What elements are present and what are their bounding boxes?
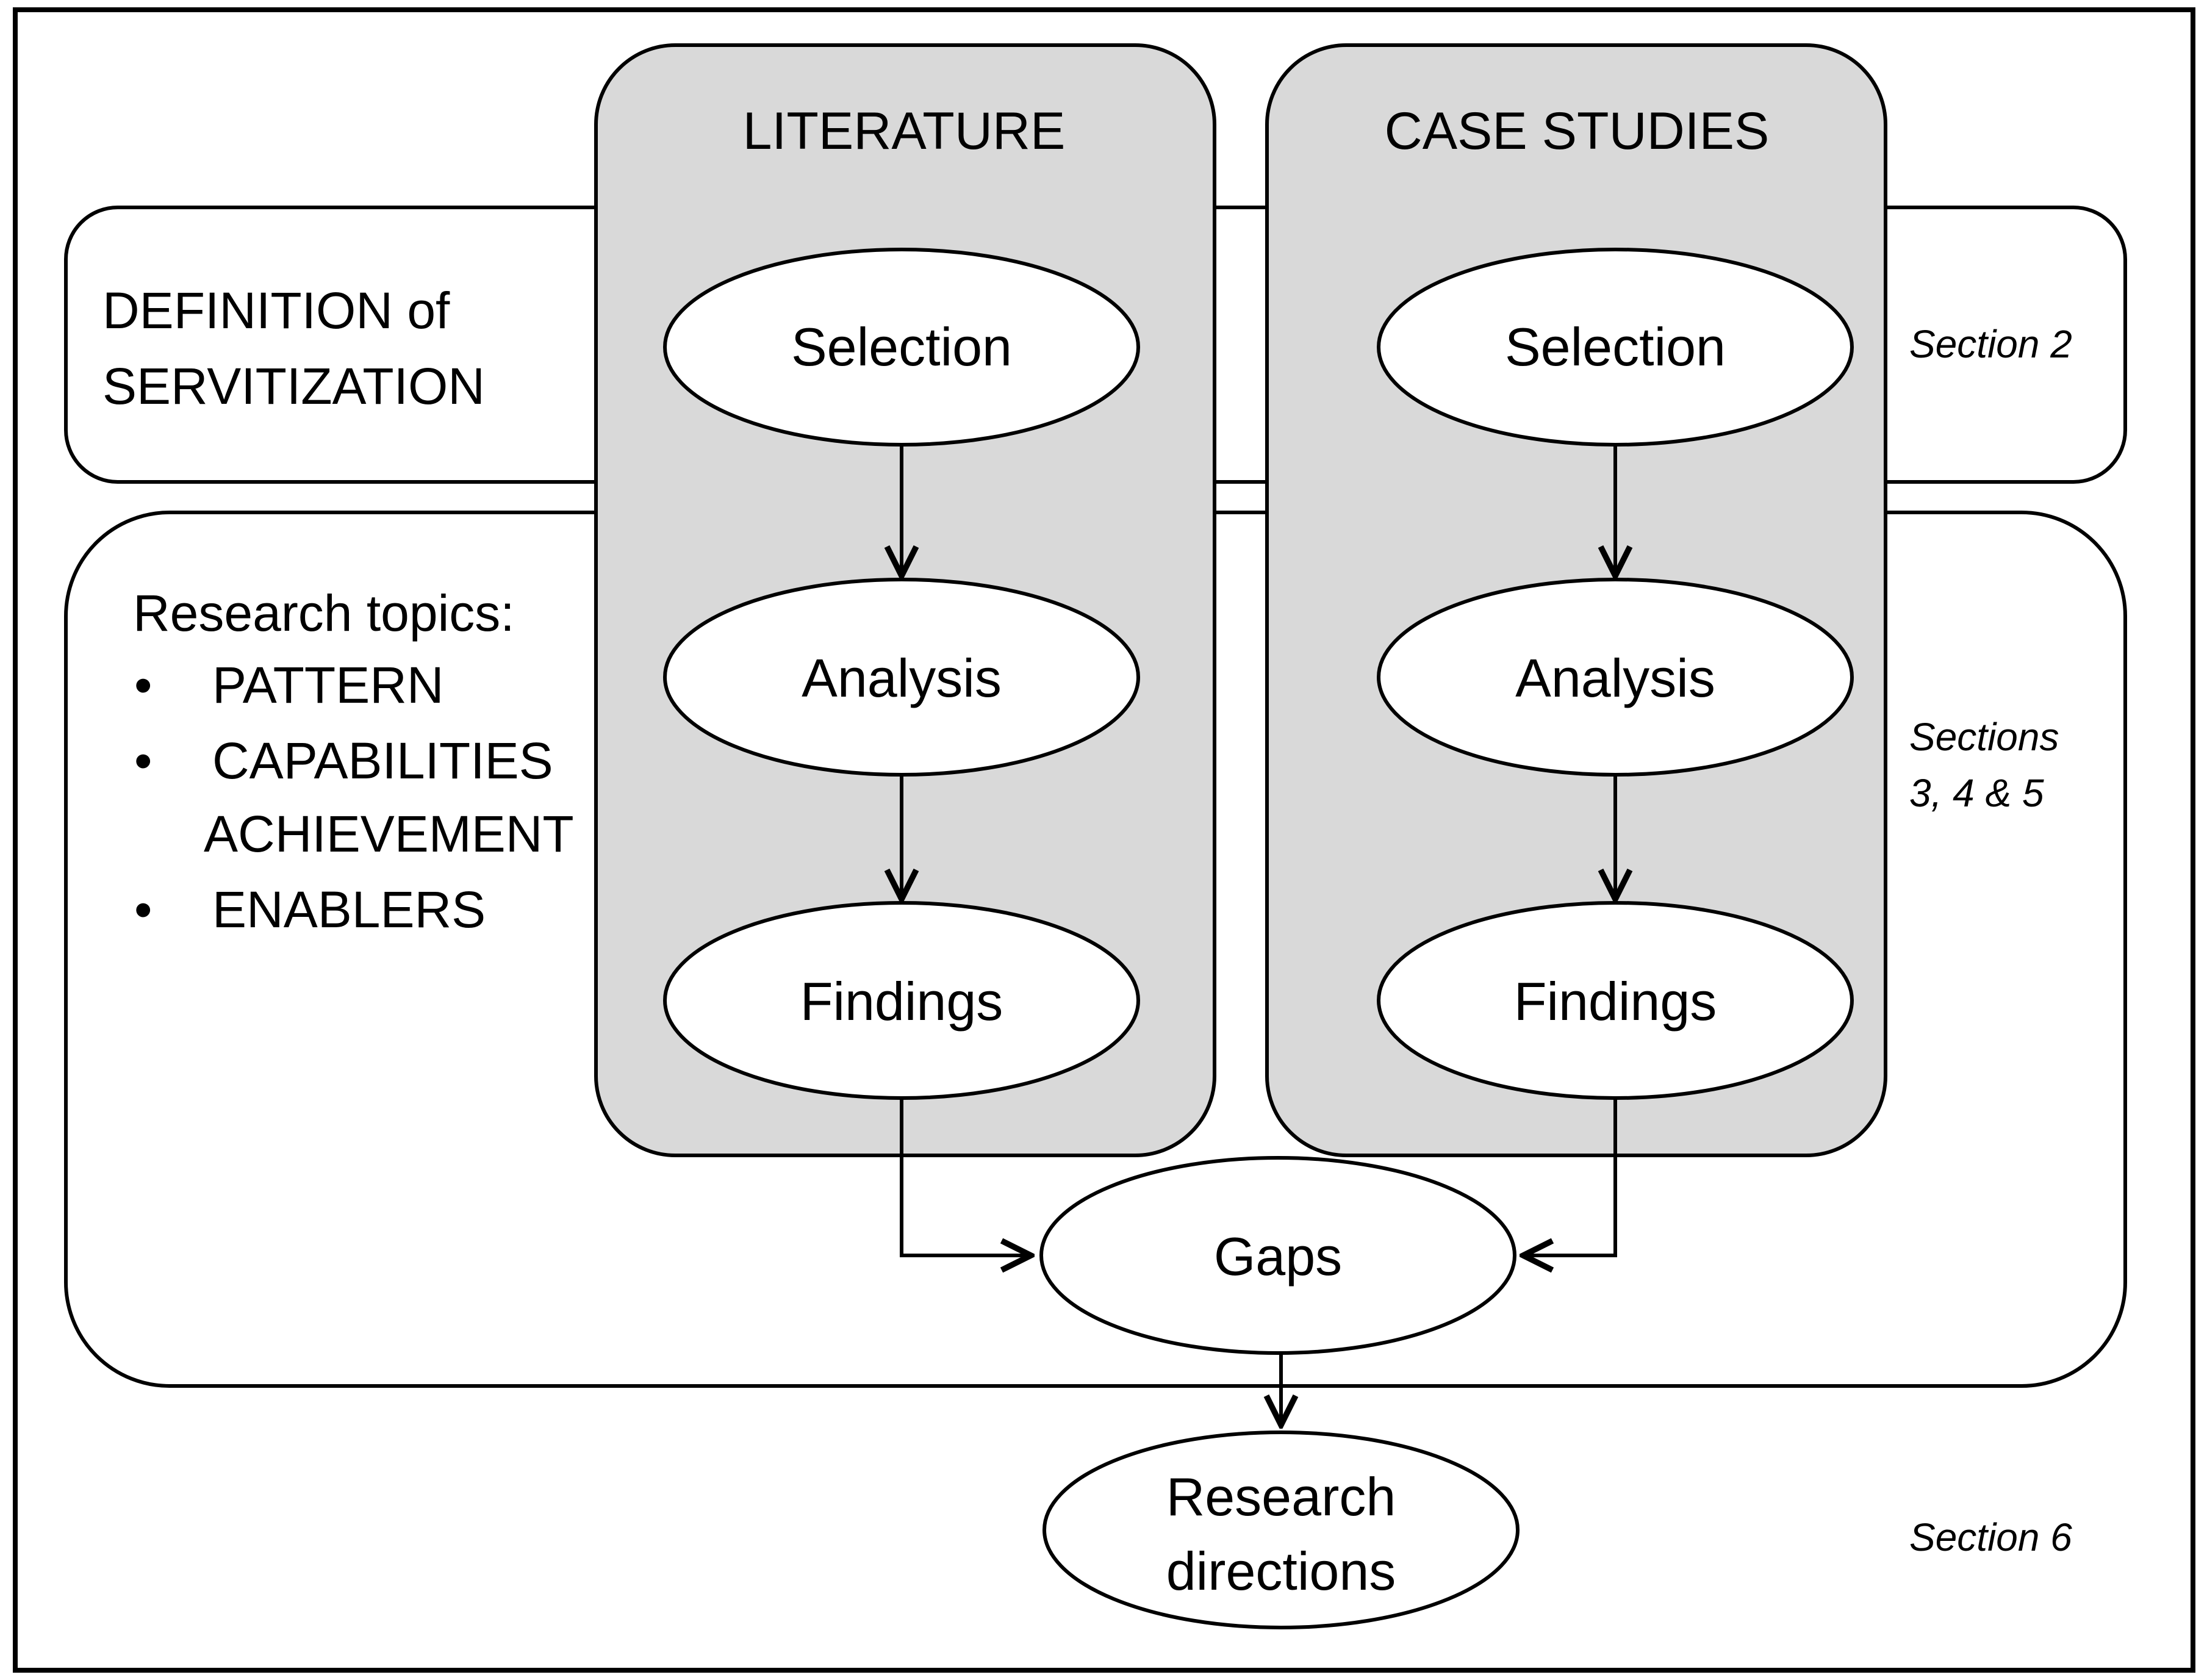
definition-line-2: SERVITIZATION	[102, 357, 485, 415]
bullet-3: •	[134, 881, 152, 938]
bullet-2: •	[134, 732, 152, 789]
section-6-note: Section 6	[1909, 1515, 2072, 1559]
topic-pattern: PATTERN	[212, 656, 444, 714]
section-2-note: Section 2	[1909, 322, 2072, 366]
definition-line-1: DEFINITION of	[102, 282, 450, 339]
sections-345-note-line-1: Sections	[1909, 715, 2059, 759]
case-studies-title: CASE STUDIES	[1385, 102, 1770, 160]
literature-selection-label: Selection	[791, 317, 1012, 377]
case-findings-to-gaps-arrow	[1523, 1098, 1617, 1255]
literature-findings-to-gaps-arrow	[900, 1098, 1031, 1255]
gaps-node	[1039, 1156, 1516, 1355]
literature-findings-label: Findings	[800, 971, 1003, 1032]
research-topics-heading: Research topics:	[133, 584, 515, 642]
case-findings-label: Findings	[1514, 971, 1717, 1032]
literature-title: LITERATURE	[743, 102, 1066, 160]
gaps-label: Gaps	[1214, 1226, 1342, 1287]
topic-enablers: ENABLERS	[212, 881, 486, 938]
literature-analysis-label: Analysis	[802, 648, 1002, 708]
case-analysis-label: Analysis	[1515, 648, 1715, 708]
research-directions-node	[1042, 1431, 1520, 1629]
topic-capabilities-continuation: ACHIEVEMENT	[204, 805, 574, 863]
topic-capabilities: CAPABILITIES	[212, 732, 553, 789]
sections-345-note-line-2: 3, 4 & 5	[1909, 771, 2044, 815]
research-directions-line-2: directions	[1166, 1541, 1396, 1601]
case-selection-label: Selection	[1505, 317, 1726, 377]
bullet-1: •	[134, 656, 152, 714]
research-directions-line-1: Research	[1166, 1466, 1396, 1527]
